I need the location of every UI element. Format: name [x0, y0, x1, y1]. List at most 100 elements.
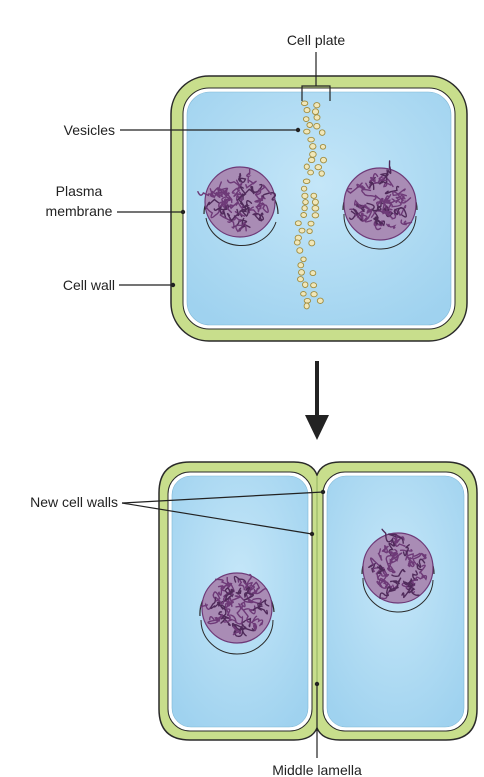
- chromatin-strand: [227, 214, 242, 224]
- chromatin-strand: [377, 175, 387, 184]
- chromatin-strand: [353, 199, 367, 209]
- chromatin-strand: [376, 580, 387, 589]
- vesicle: [307, 220, 315, 227]
- chromatin-strand: [419, 564, 428, 581]
- chromatin-strand: [215, 592, 229, 605]
- vesicle: [302, 281, 309, 288]
- vesicle: [297, 262, 305, 269]
- chromatin-strand: [385, 555, 396, 574]
- vesicle: [303, 128, 311, 135]
- chromatin-strand: [237, 193, 244, 206]
- down-arrow-icon: [305, 361, 329, 440]
- chromatin-strand: [374, 216, 384, 225]
- chromatin-strand: [393, 207, 408, 218]
- chromatin-strand: [221, 195, 233, 204]
- vesicle: [318, 170, 325, 177]
- vesicle: [307, 156, 316, 164]
- chromatin-strand: [218, 198, 228, 208]
- chromatin-strand: [252, 212, 265, 221]
- vesicle: [302, 178, 311, 185]
- chromatin-strand: [411, 575, 426, 585]
- new-cell-walls-callout: New cell walls: [30, 489, 326, 537]
- chromatin-strand: [384, 208, 394, 218]
- vesicle: [309, 270, 317, 277]
- chromatin-strand: [239, 606, 258, 624]
- vesicle: [300, 185, 308, 192]
- chromatin-strand: [388, 542, 396, 556]
- vesicle: [307, 169, 314, 176]
- vesicle: [300, 212, 308, 218]
- chromatin-strand: [224, 587, 234, 597]
- chromatin-strand: [381, 545, 389, 553]
- vesicle: [311, 205, 320, 212]
- chromatin-strand: [223, 614, 237, 623]
- chromatin-strand: [377, 548, 383, 561]
- chromatin-strand: [408, 587, 420, 597]
- chromatin-strand: [212, 591, 221, 602]
- chromatin-strand: [220, 606, 231, 627]
- nucleus-bottom-right: [361, 528, 435, 613]
- chromatin-strand: [402, 544, 410, 557]
- chromatin-strand: [386, 200, 402, 208]
- chromatin-strand: [376, 197, 384, 206]
- chromatin-strand: [219, 214, 235, 229]
- chromatin-strand: [199, 602, 212, 610]
- vesicle: [311, 108, 320, 116]
- chromatin-strand: [231, 595, 241, 601]
- vesicle: [307, 136, 315, 143]
- chromatin-strand: [242, 573, 252, 589]
- vesicle: [311, 212, 320, 219]
- chromatin-strand: [366, 202, 382, 212]
- chromatin-strand: [232, 625, 242, 636]
- middle-lamella-callout: Middle lamella: [272, 681, 362, 777]
- chromatin-strand: [259, 203, 269, 214]
- chromatin-strand: [246, 168, 252, 184]
- vesicle: [311, 198, 319, 206]
- chromatin-strand: [235, 222, 247, 233]
- nucleus-right: [342, 160, 418, 250]
- chromatin-strand: [386, 223, 397, 229]
- chromatin-strand: [395, 535, 406, 547]
- chromatin-strand: [248, 206, 258, 216]
- chromatin-strand: [374, 194, 392, 209]
- chromatin-strand: [245, 179, 257, 189]
- vesicle: [306, 228, 313, 235]
- vesicle-cluster: [293, 100, 327, 310]
- chromatin-strand: [233, 179, 243, 197]
- vesicle: [319, 143, 327, 150]
- vesicle: [301, 205, 308, 212]
- chromatin-strand: [381, 581, 393, 600]
- chromatin-strand: [405, 553, 414, 561]
- vesicle: [314, 164, 323, 171]
- chromatin-strand: [399, 549, 413, 556]
- chromatin-strand: [376, 564, 386, 574]
- vesicle: [296, 247, 304, 254]
- chromatin-strand: [209, 188, 224, 198]
- vesicle: [301, 192, 309, 200]
- chromatin-strand: [387, 533, 404, 544]
- chromatin-strand: [204, 198, 221, 210]
- chromatin-strand: [221, 608, 231, 620]
- chromatin-strand: [390, 536, 405, 544]
- vesicle: [309, 143, 317, 150]
- chromatin-strand: [367, 562, 376, 573]
- chromatin-strand: [408, 560, 415, 568]
- chromatin-strand: [356, 212, 367, 222]
- nucleus-bottom-left: [199, 572, 275, 655]
- chromatin-strand: [223, 582, 235, 598]
- vesicle: [302, 199, 309, 206]
- chromatin-strand: [251, 587, 268, 595]
- chromatin-strand: [381, 203, 391, 215]
- chromatin-strand: [235, 193, 244, 209]
- chromatin-strand: [213, 206, 227, 219]
- chromatin-strand: [262, 192, 276, 201]
- chromatin-strand: [207, 616, 219, 625]
- vesicle: [303, 302, 310, 310]
- vesicle: [298, 227, 306, 234]
- vesicle: [310, 282, 318, 289]
- chromatin-strand: [395, 193, 407, 204]
- vesicle: [310, 291, 318, 298]
- cell-wall-label: Cell wall: [63, 277, 115, 293]
- chromatin-strand: [209, 596, 220, 610]
